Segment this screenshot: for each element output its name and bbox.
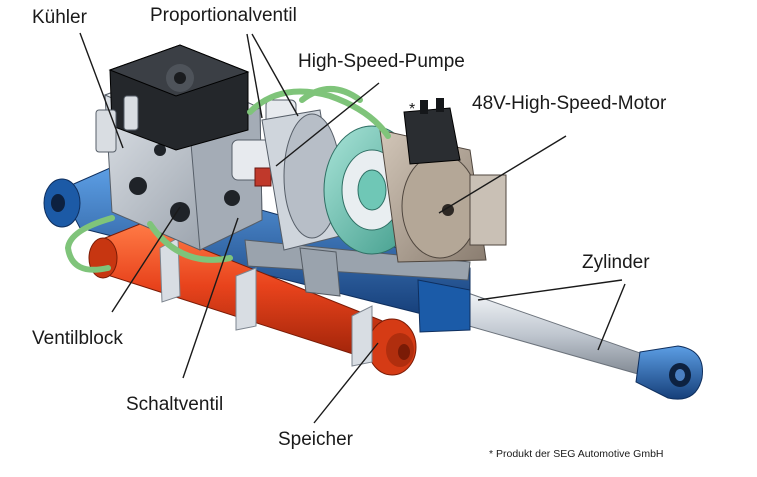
label-speicher: Speicher [278,429,353,450]
mounting-bracket [244,239,471,297]
leader-proportionalventil-1 [246,33,263,119]
hydraulic-pipes [64,86,391,273]
leader-pumpe [275,82,380,167]
leader-motor [438,135,567,214]
rod-end-eye [635,345,703,400]
leader-zylinder-1 [477,279,623,301]
footnote: * Produkt der SEG Automotive GmbH [489,448,664,460]
label-proportionalventil: Proportionalventil [150,5,297,26]
label-ventilblock: Ventilblock [32,328,123,349]
motor-asterisk: * [409,101,416,118]
cooler [95,44,250,153]
leader-zylinder-2 [597,283,626,351]
label-high-speed-pumpe: High-Speed-Pumpe [298,51,465,72]
label-zylinder: Zylinder [582,252,650,273]
leader-schaltventil [182,217,239,379]
label-48v-motor: 48V-High-Speed-Motor [472,93,667,114]
high-speed-motor [323,98,507,263]
leader-ventilblock [111,206,181,313]
accumulator-cylinder [88,223,417,376]
label-kuehler: Kühler [32,7,87,28]
leader-speicher [313,342,379,424]
leader-kuehler [79,32,124,149]
leader-proportionalventil-2 [251,33,299,117]
cylinder-rod [437,289,661,379]
label-schaltventil: Schaltventil [126,394,224,415]
leader-lines [79,32,626,424]
